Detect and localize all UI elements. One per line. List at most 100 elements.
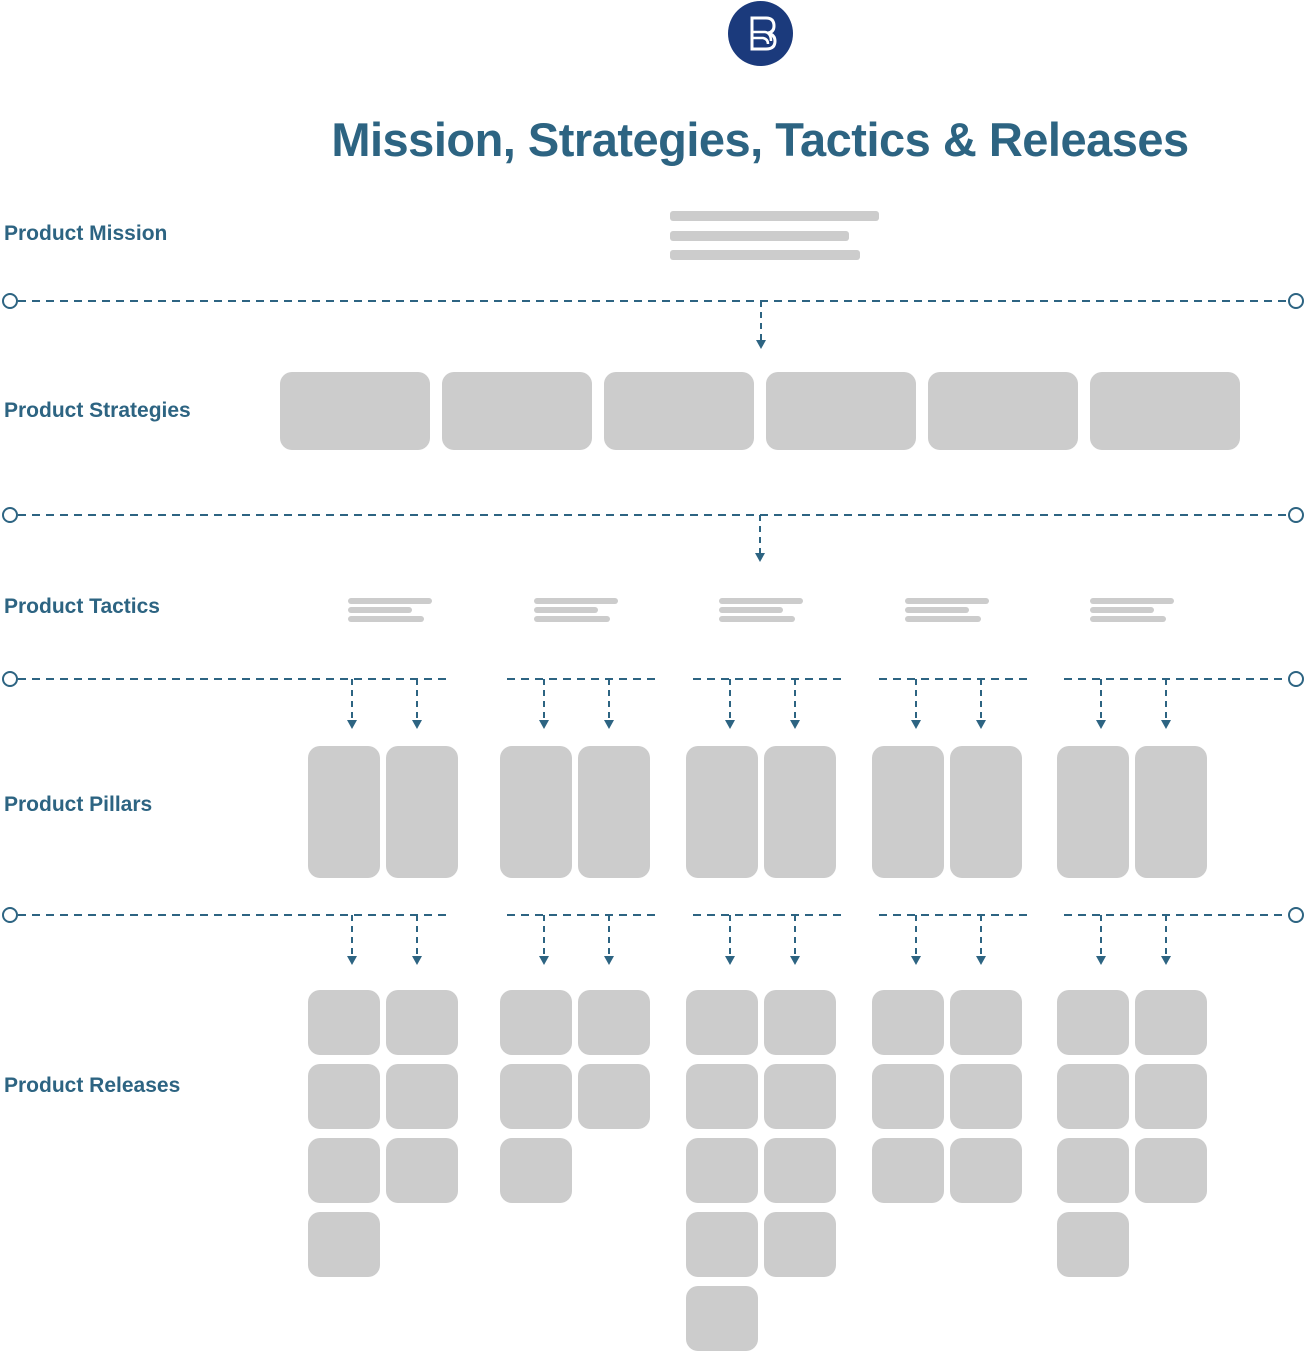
release-card (308, 1138, 380, 1203)
release-card (1135, 1064, 1207, 1129)
tactic-text-placeholder (1090, 598, 1174, 604)
tactic-text-placeholder (534, 607, 598, 613)
row-label-pillars: Product Pillars (4, 793, 153, 816)
release-card (872, 1138, 944, 1203)
release-card (1057, 990, 1129, 1055)
arrow-down-icon (1161, 720, 1171, 729)
tactic-text-placeholder (348, 598, 432, 604)
mission-text-placeholder (670, 211, 879, 221)
release-card (308, 1064, 380, 1129)
tactic-text-placeholder (348, 607, 412, 613)
row-label-strategies: Product Strategies (4, 399, 191, 422)
pillar-card (764, 746, 836, 878)
release-card (872, 990, 944, 1055)
pillar-card (500, 746, 572, 878)
release-card (386, 990, 458, 1055)
pillar-card (1135, 746, 1207, 878)
release-card (764, 990, 836, 1055)
brand-logo (728, 1, 793, 66)
release-card (578, 1064, 650, 1129)
strategy-card (604, 372, 754, 450)
arrow-down-icon (347, 956, 357, 965)
mission-text-placeholder (670, 250, 860, 260)
divider-end-circle-icon (2, 293, 18, 309)
divider-end-circle-icon (1288, 671, 1304, 687)
tactic-text-placeholder (719, 616, 795, 622)
pillar-card (386, 746, 458, 878)
arrow-down-icon (911, 720, 921, 729)
release-card (308, 1212, 380, 1277)
divider-end-circle-icon (1288, 293, 1304, 309)
page-title: Mission, Strategies, Tactics & Releases (331, 113, 1189, 166)
arrow-down-icon (412, 956, 422, 965)
pillar-card (1057, 746, 1129, 878)
pillar-card (308, 746, 380, 878)
release-card (686, 1212, 758, 1277)
arrow-down-icon (911, 956, 921, 965)
arrow-down-icon (539, 956, 549, 965)
release-card (1057, 1212, 1129, 1277)
tactic-text-placeholder (905, 598, 989, 604)
divider-end-circle-icon (1288, 907, 1304, 923)
release-card (686, 990, 758, 1055)
tactic-text-placeholder (719, 607, 783, 613)
arrow-down-icon (1096, 720, 1106, 729)
release-card (578, 990, 650, 1055)
release-card (308, 990, 380, 1055)
arrow-down-icon (756, 340, 766, 349)
arrow-down-icon (539, 720, 549, 729)
brand-b-logo-icon (750, 16, 777, 51)
divider-end-circle-icon (2, 671, 18, 687)
release-card (764, 1212, 836, 1277)
release-card (1135, 1138, 1207, 1203)
strategy-card (280, 372, 430, 450)
release-card (764, 1064, 836, 1129)
release-card (386, 1064, 458, 1129)
arrow-down-icon (755, 553, 765, 562)
tactic-text-placeholder (534, 616, 610, 622)
release-card (1057, 1064, 1129, 1129)
release-card (686, 1064, 758, 1129)
release-card (500, 1138, 572, 1203)
arrow-down-icon (976, 956, 986, 965)
release-card (500, 1064, 572, 1129)
release-card (950, 990, 1022, 1055)
strategy-card (766, 372, 916, 450)
strategy-card (442, 372, 592, 450)
tactic-text-placeholder (1090, 607, 1154, 613)
arrow-down-icon (412, 720, 422, 729)
arrow-down-icon (604, 956, 614, 965)
release-card (872, 1064, 944, 1129)
release-card (386, 1138, 458, 1203)
tactic-text-placeholder (905, 616, 981, 622)
row-label-mission: Product Mission (4, 222, 168, 245)
arrow-down-icon (347, 720, 357, 729)
release-card (1057, 1138, 1129, 1203)
release-card (764, 1138, 836, 1203)
tactic-text-placeholder (348, 616, 424, 622)
pillar-card (686, 746, 758, 878)
divider-end-circle-icon (2, 507, 18, 523)
arrow-down-icon (725, 720, 735, 729)
release-card (950, 1138, 1022, 1203)
release-card (500, 990, 572, 1055)
tactic-text-placeholder (719, 598, 803, 604)
arrow-down-icon (1096, 956, 1106, 965)
release-card (686, 1138, 758, 1203)
tactic-text-placeholder (905, 607, 969, 613)
pillar-card (872, 746, 944, 878)
mission-text-placeholder (670, 231, 849, 241)
row-label-releases: Product Releases (4, 1074, 181, 1097)
row-label-tactics: Product Tactics (4, 595, 160, 618)
release-card (950, 1064, 1022, 1129)
tactic-text-placeholder (534, 598, 618, 604)
arrow-down-icon (976, 720, 986, 729)
arrow-down-icon (1161, 956, 1171, 965)
arrow-down-icon (725, 956, 735, 965)
release-card (686, 1286, 758, 1351)
strategy-card (928, 372, 1078, 450)
divider-end-circle-icon (1288, 507, 1304, 523)
pillar-card (950, 746, 1022, 878)
arrow-down-icon (790, 956, 800, 965)
